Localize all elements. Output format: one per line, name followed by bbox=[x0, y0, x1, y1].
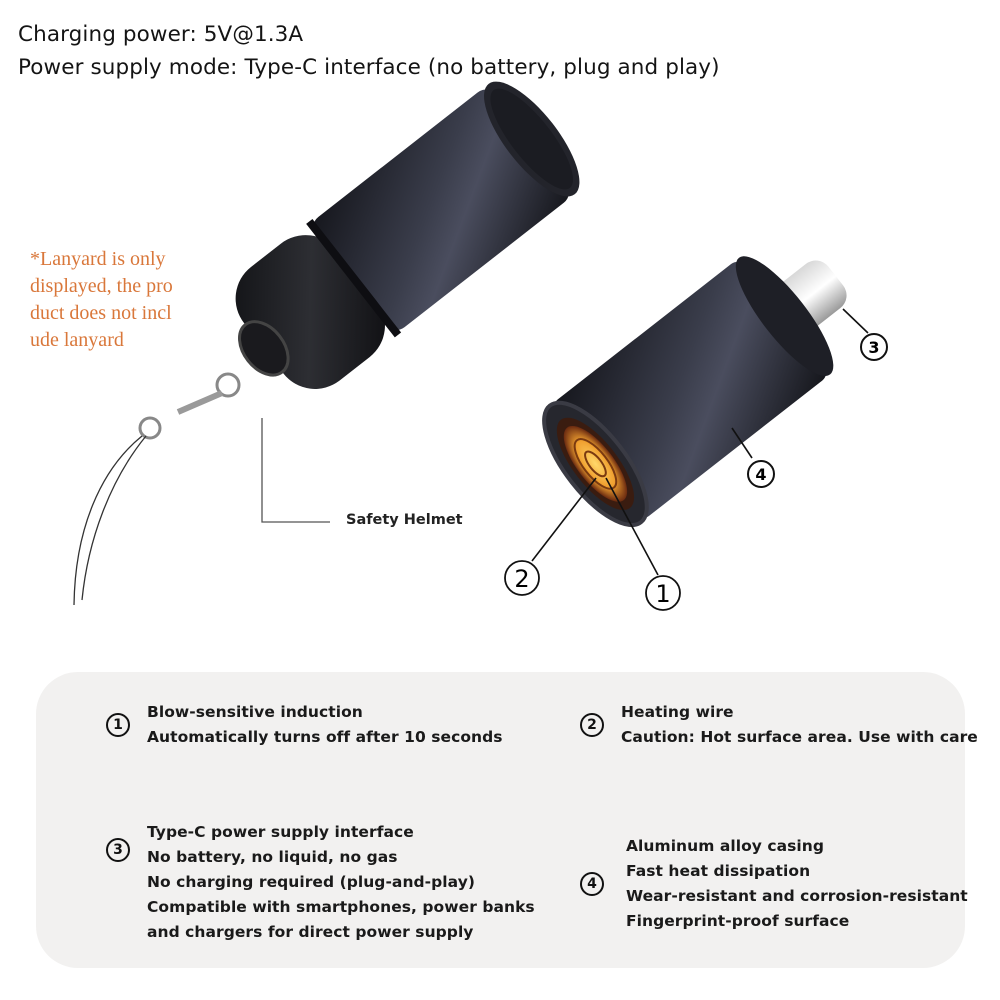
callout-4 bbox=[747, 460, 775, 488]
feature-4: 4 Aluminum alloy casing Fast heat dissip… bbox=[580, 834, 968, 934]
feature-line: No charging required (plug-and-play) bbox=[147, 873, 475, 891]
helmet-leader-line bbox=[261, 418, 330, 523]
lighter-type-c bbox=[542, 256, 847, 528]
product-illustration: 3 4 2 1 bbox=[73, 81, 888, 611]
lighter-with-helmet bbox=[235, 81, 580, 389]
feature-line: Wear-resistant and corrosion-resistant bbox=[626, 887, 968, 905]
safety-helmet-label: Safety Helmet bbox=[346, 512, 463, 528]
feature-line: and chargers for direct power supply bbox=[147, 923, 474, 941]
callout-1-number: 1 bbox=[655, 580, 670, 608]
feature-line: Caution: Hot surface area. Use with care bbox=[621, 728, 978, 746]
callout-3 bbox=[860, 333, 888, 361]
feature-line: Automatically turns off after 10 seconds bbox=[147, 728, 503, 746]
feature-1-number-badge: 1 bbox=[106, 713, 130, 737]
feature-line: Fast heat dissipation bbox=[626, 862, 811, 880]
feature-line: Fingerprint-proof surface bbox=[626, 912, 850, 930]
spec-header: Charging power: 5V@1.3A Power supply mod… bbox=[18, 18, 720, 84]
feature-line: No battery, no liquid, no gas bbox=[147, 848, 398, 866]
feature-line: Type-C power supply interface bbox=[147, 823, 414, 841]
features-panel bbox=[36, 672, 965, 968]
callout-3-number: 3 bbox=[868, 338, 879, 357]
charging-power-text: Charging power: 5V@1.3A bbox=[18, 22, 304, 47]
feature-3: 3 Type-C power supply interface No batte… bbox=[106, 820, 535, 945]
lanyard bbox=[73, 372, 241, 606]
feature-4-number-badge: 4 bbox=[580, 872, 604, 896]
feature-3-number-badge: 3 bbox=[106, 838, 130, 862]
feature-1: 1 Blow-sensitive induction Automatically… bbox=[106, 700, 503, 750]
feature-2: 2 Heating wire Caution: Hot surface area… bbox=[580, 700, 978, 750]
note-line: displayed, the pro bbox=[30, 275, 173, 297]
feature-line: Blow-sensitive induction bbox=[147, 703, 363, 721]
feature-line: Aluminum alloy casing bbox=[626, 837, 825, 855]
callout-1 bbox=[645, 575, 681, 611]
callout-4-number: 4 bbox=[755, 465, 766, 484]
callout-2 bbox=[504, 560, 540, 596]
lanyard-disclaimer: *Lanyard is only displayed, the pro duct… bbox=[30, 246, 220, 354]
callout-2-number: 2 bbox=[514, 565, 529, 593]
note-line: ude lanyard bbox=[30, 329, 124, 351]
feature-line: Compatible with smartphones, power banks bbox=[147, 898, 535, 916]
note-line: duct does not incl bbox=[30, 302, 172, 324]
note-line: *Lanyard is only bbox=[30, 248, 166, 270]
feature-2-number-badge: 2 bbox=[580, 713, 604, 737]
feature-line: Heating wire bbox=[621, 703, 734, 721]
callout-leaders bbox=[531, 308, 869, 576]
power-supply-mode-text: Power supply mode: Type-C interface (no … bbox=[18, 55, 720, 80]
